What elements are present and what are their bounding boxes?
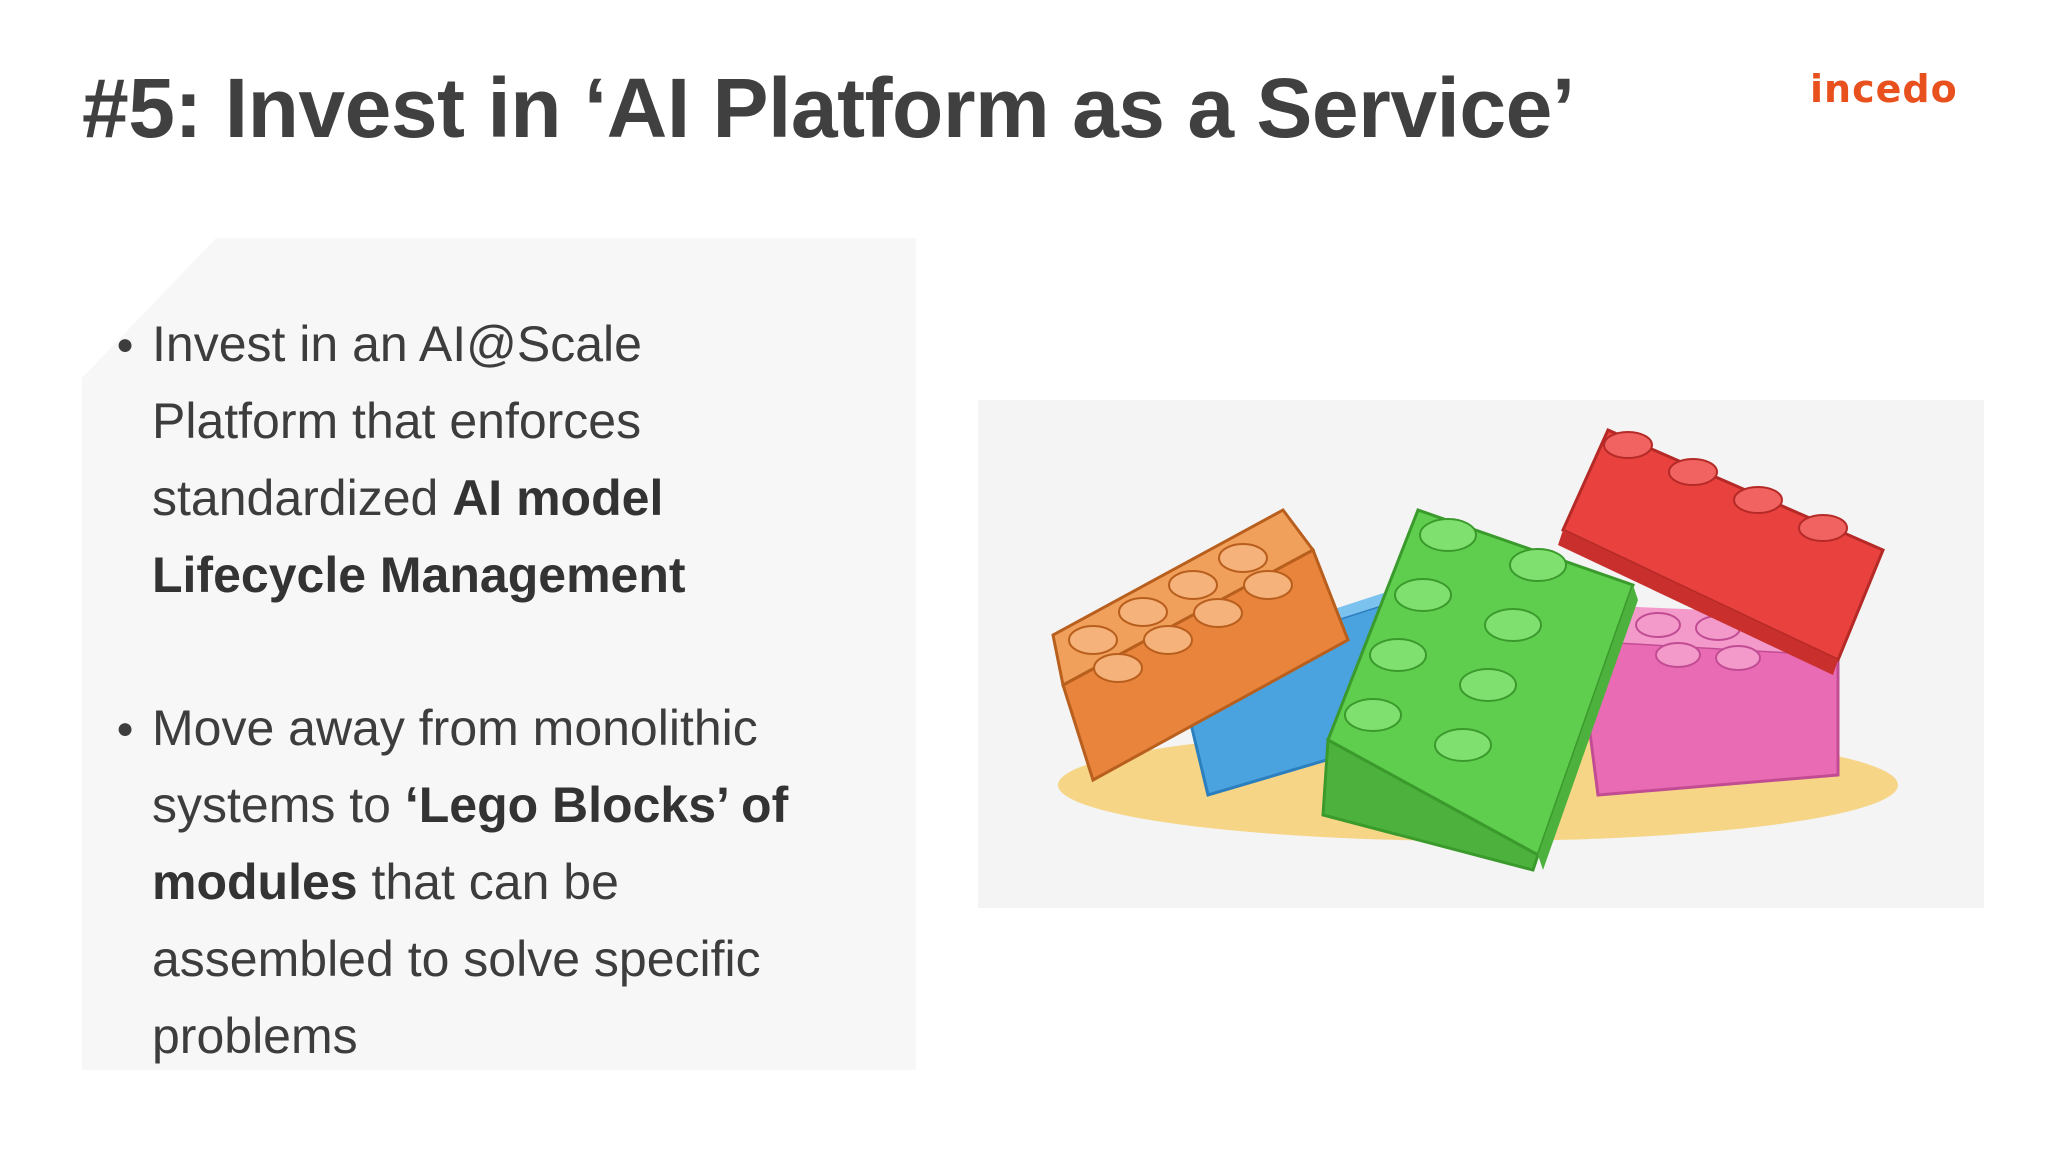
bullet-text-normal: Move away from monolithic systems to — [152, 700, 758, 833]
lego-blocks-image — [978, 400, 1984, 908]
lego-blocks-icon — [1051, 428, 1898, 872]
incedo-logo: incedo — [1810, 67, 1958, 111]
bullet-dot-icon: ● — [116, 712, 135, 745]
bullet-item: ● Move away from monolithic systems to ‘… — [116, 690, 796, 1075]
bullet-text-normal: that can be assembled to solve specific … — [152, 854, 761, 1064]
red-brick — [1558, 428, 1885, 675]
bullet-text: Invest in an AI@Scale Platform that enfo… — [152, 306, 796, 614]
slide-title: #5: Invest in ‘AI Platform as a Service’ — [82, 61, 1575, 155]
green-brick — [1321, 508, 1638, 872]
bullet-panel — [82, 238, 916, 1070]
bullet-text-normal: Invest in an AI@Scale Platform that enfo… — [152, 316, 642, 526]
bullet-dot-icon: ● — [116, 328, 135, 361]
orange-brick — [1051, 508, 1350, 783]
bullet-item: ● Invest in an AI@Scale Platform that en… — [116, 306, 796, 614]
bullet-text-bold: AI model Lifecycle Management — [152, 470, 686, 603]
bullet-text-bold: ‘Lego Blocks’ of modules — [152, 777, 789, 910]
bullet-text: Move away from monolithic systems to ‘Le… — [152, 690, 796, 1075]
